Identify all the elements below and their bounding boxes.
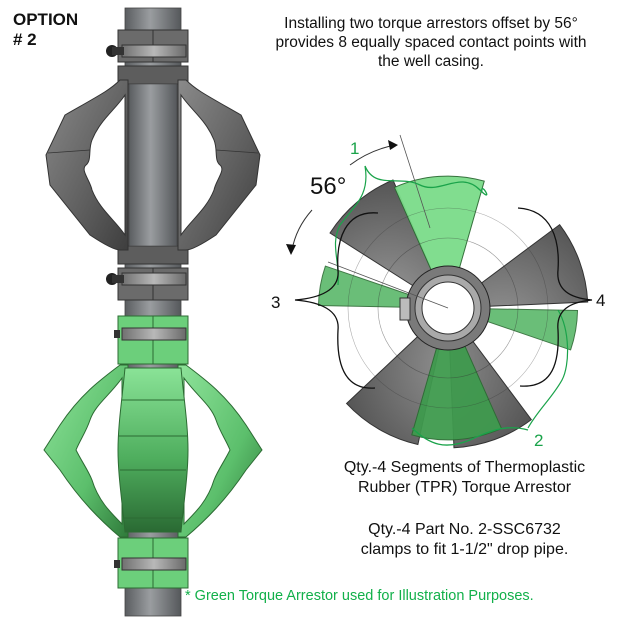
clamps-description: Qty.-4 Part No. 2-SSC6732 clamps to fit … — [290, 520, 639, 560]
option-title-line1: OPTION — [13, 10, 79, 29]
brace-4 — [517, 207, 593, 387]
intro-line3: the well casing. — [378, 53, 484, 70]
intro-line1: Installing two torque arrestors offset b… — [284, 15, 578, 32]
option-title-line2: # 2 — [13, 30, 37, 49]
green-torque-arrestor — [43, 315, 263, 589]
brace-3 — [294, 212, 379, 389]
illustration-footnote: * Green Torque Arrestor used for Illustr… — [185, 588, 534, 604]
hose-clamp-upper-1 — [106, 44, 187, 58]
contact-curve-1 — [364, 165, 488, 196]
callout-2: 2 — [534, 431, 543, 450]
segments-line1: Qty.-4 Segments of Thermoplastic — [343, 459, 586, 476]
callout-4: 4 — [596, 291, 605, 310]
option-title: OPTION # 2 — [13, 10, 78, 50]
contact-curve-4-green — [527, 309, 569, 429]
intro-line2: provides 8 equally spaced contact points… — [275, 34, 587, 51]
hose-clamp-lower-1 — [114, 327, 187, 341]
angle-label: 56° — [310, 173, 346, 200]
intro-text: Installing two torque arrestors offset b… — [225, 14, 637, 71]
segments-description: Qty.-4 Segments of Thermoplastic Rubber … — [290, 458, 639, 498]
segments-line2: Rubber (TPR) Torque Arrestor — [357, 479, 572, 496]
clamps-line1: Qty.-4 Part No. 2-SSC6732 — [368, 521, 561, 538]
hose-clamp-upper-2 — [106, 272, 187, 286]
top-view — [317, 175, 589, 449]
hose-clamp-lower-2 — [114, 557, 187, 571]
angle-dimension: 56° — [286, 134, 449, 309]
gray-torque-arrestor — [45, 29, 261, 301]
clamps-line2: clamps to fit 1-1/2" drop pipe. — [360, 541, 569, 558]
contact-curve-2 — [411, 427, 529, 446]
callout-1: 1 — [350, 139, 359, 158]
callout-3: 3 — [271, 293, 280, 312]
side-view-assembly — [43, 7, 263, 617]
